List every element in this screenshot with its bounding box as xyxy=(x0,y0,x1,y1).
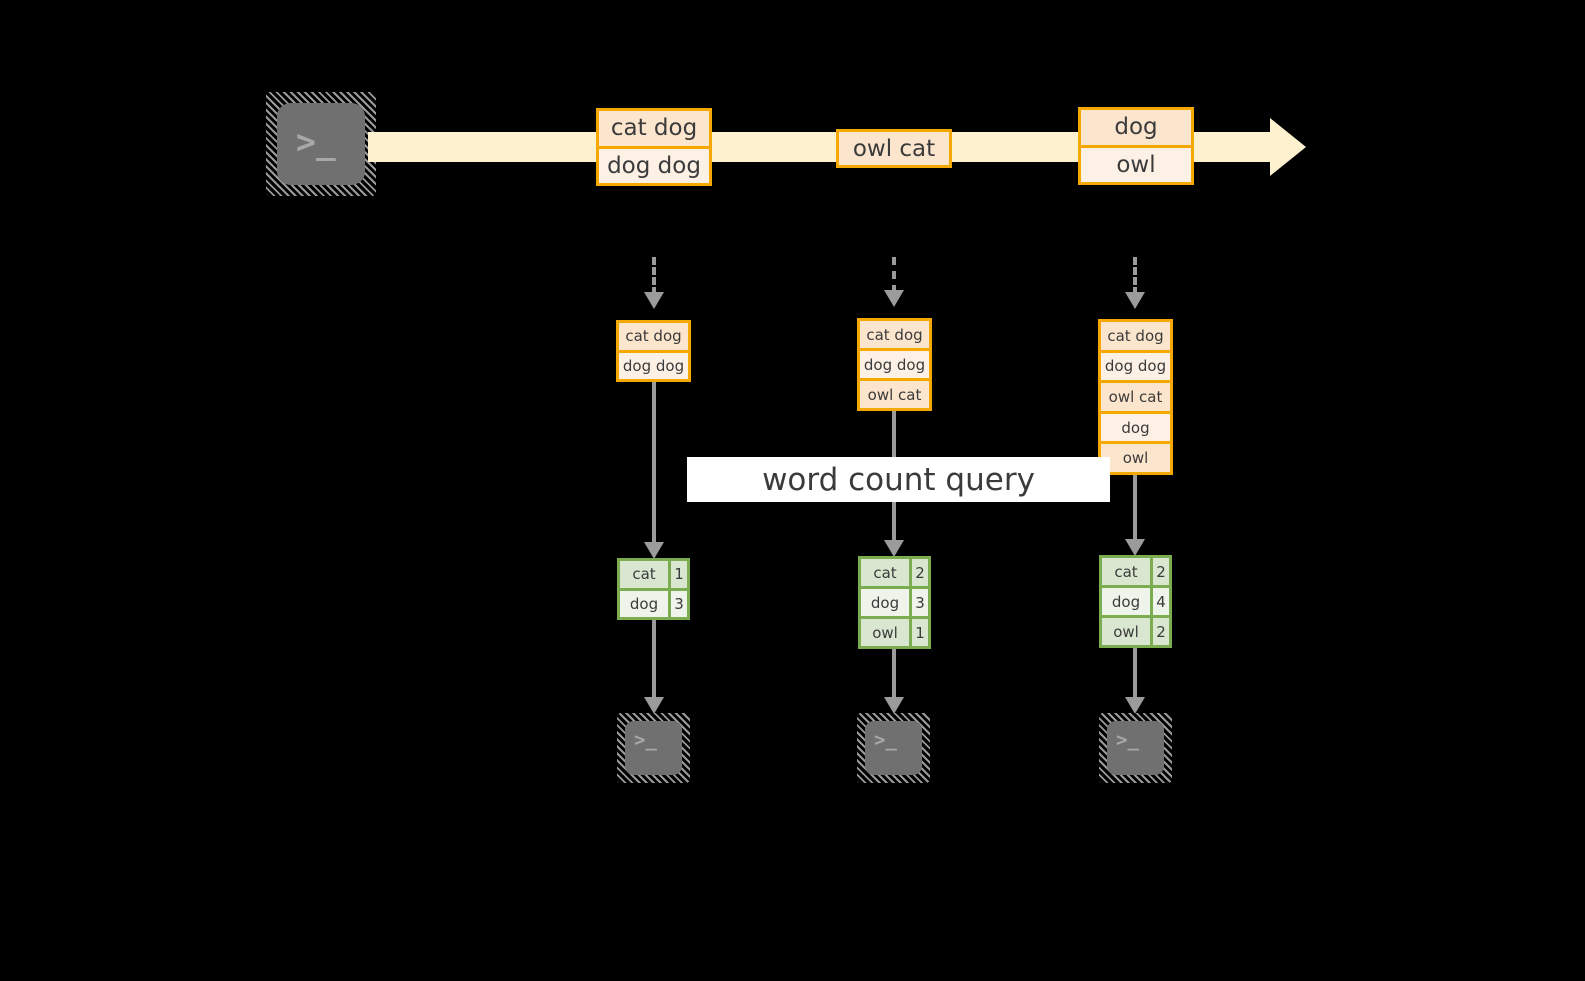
query-label-text: word count query xyxy=(762,461,1035,498)
stream-arrow-head xyxy=(1270,118,1306,176)
result-word: dog xyxy=(1102,588,1150,615)
input-row: dog dog xyxy=(860,348,929,378)
snapshot-2-feed-arrowhead xyxy=(884,290,904,307)
result-count: 2 xyxy=(1150,558,1169,585)
snapshot-1-feed-line xyxy=(652,257,656,295)
snapshot-3-sink-terminal-icon: >_ xyxy=(1099,713,1172,783)
stream-record-group-2: owl cat xyxy=(836,129,952,168)
snapshot-3-sink-arrowhead xyxy=(1125,697,1145,714)
input-row: cat dog xyxy=(619,323,688,350)
snapshot-1-input-box: cat dog dog dog xyxy=(616,320,691,382)
snapshot-2-query-arrowhead xyxy=(884,540,904,557)
terminal-face xyxy=(625,721,682,775)
input-row: owl cat xyxy=(1101,380,1170,411)
result-word: cat xyxy=(861,559,909,586)
table-row: owl 2 xyxy=(1102,615,1169,645)
result-word: owl xyxy=(861,619,909,646)
snapshot-2-input-box: cat dog dog dog owl cat xyxy=(857,318,932,411)
snapshot-3-query-line xyxy=(1133,475,1137,545)
snapshot-3-feed-line xyxy=(1133,257,1137,295)
result-word: owl xyxy=(1102,618,1150,645)
input-row: dog xyxy=(1101,410,1170,442)
terminal-prompt-glyph: >_ xyxy=(296,122,336,161)
stream-record: owl xyxy=(1081,144,1191,182)
terminal-prompt-glyph: >_ xyxy=(634,729,657,751)
terminal-prompt-glyph: >_ xyxy=(1116,729,1139,751)
stream-record: owl cat xyxy=(839,132,949,165)
result-word: dog xyxy=(620,590,668,617)
snapshot-2-sink-arrowhead xyxy=(884,697,904,714)
snapshot-3-input-box: cat dog dog dog owl cat dog owl xyxy=(1098,319,1173,475)
snapshot-3-result-table: cat 2 dog 4 owl 2 xyxy=(1099,555,1172,648)
input-row: cat dog xyxy=(1101,322,1170,350)
table-row: cat 2 xyxy=(861,559,928,586)
snapshot-2-sink-terminal-icon: >_ xyxy=(857,713,930,783)
word-count-query-label: word count query xyxy=(687,457,1110,502)
snapshot-3-query-arrowhead xyxy=(1125,539,1145,556)
snapshot-2-result-table: cat 2 dog 3 owl 1 xyxy=(858,556,931,649)
terminal-face xyxy=(1107,721,1164,775)
snapshot-1-query-line xyxy=(652,382,656,548)
stream-record-group-3: dog owl xyxy=(1078,107,1194,185)
result-count: 4 xyxy=(1150,588,1169,615)
terminal-face xyxy=(865,721,922,775)
input-row: owl xyxy=(1101,441,1170,472)
snapshot-1-sink-terminal-icon: >_ xyxy=(617,713,690,783)
table-row: dog 4 xyxy=(1102,585,1169,615)
result-count: 3 xyxy=(909,589,928,616)
terminal-prompt-glyph: >_ xyxy=(874,729,897,751)
result-count: 2 xyxy=(1150,618,1169,645)
result-count: 3 xyxy=(668,590,687,617)
table-row: cat 2 xyxy=(1102,558,1169,585)
snapshot-1-sink-line xyxy=(652,620,656,702)
snapshot-1-sink-arrowhead xyxy=(644,697,664,714)
input-row: cat dog xyxy=(860,321,929,348)
result-word: cat xyxy=(620,561,668,588)
result-word: dog xyxy=(861,589,909,616)
input-row: dog dog xyxy=(1101,349,1170,381)
result-word: cat xyxy=(1102,558,1150,585)
snapshot-3-sink-line xyxy=(1133,648,1137,702)
snapshot-2-sink-line xyxy=(892,649,896,702)
table-row: dog 3 xyxy=(620,587,687,617)
result-count: 1 xyxy=(668,561,687,588)
terminal-face xyxy=(277,103,365,185)
stream-record: dog dog xyxy=(599,145,709,183)
snapshot-1-query-arrowhead xyxy=(644,542,664,559)
input-row: owl cat xyxy=(860,378,929,408)
stream-record: cat dog xyxy=(599,111,709,146)
snapshot-3-feed-arrowhead xyxy=(1125,292,1145,309)
table-row: cat 1 xyxy=(620,561,687,588)
input-row: dog dog xyxy=(619,349,688,379)
result-count: 1 xyxy=(909,619,928,646)
snapshot-1-feed-arrowhead xyxy=(644,292,664,309)
table-row: owl 1 xyxy=(861,616,928,646)
snapshot-2-feed-line xyxy=(892,257,896,293)
snapshot-1-result-table: cat 1 dog 3 xyxy=(617,558,690,620)
source-terminal-icon: >_ xyxy=(266,92,376,196)
stream-record: dog xyxy=(1081,110,1191,145)
stream-record-group-1: cat dog dog dog xyxy=(596,108,712,186)
result-count: 2 xyxy=(909,559,928,586)
table-row: dog 3 xyxy=(861,586,928,616)
